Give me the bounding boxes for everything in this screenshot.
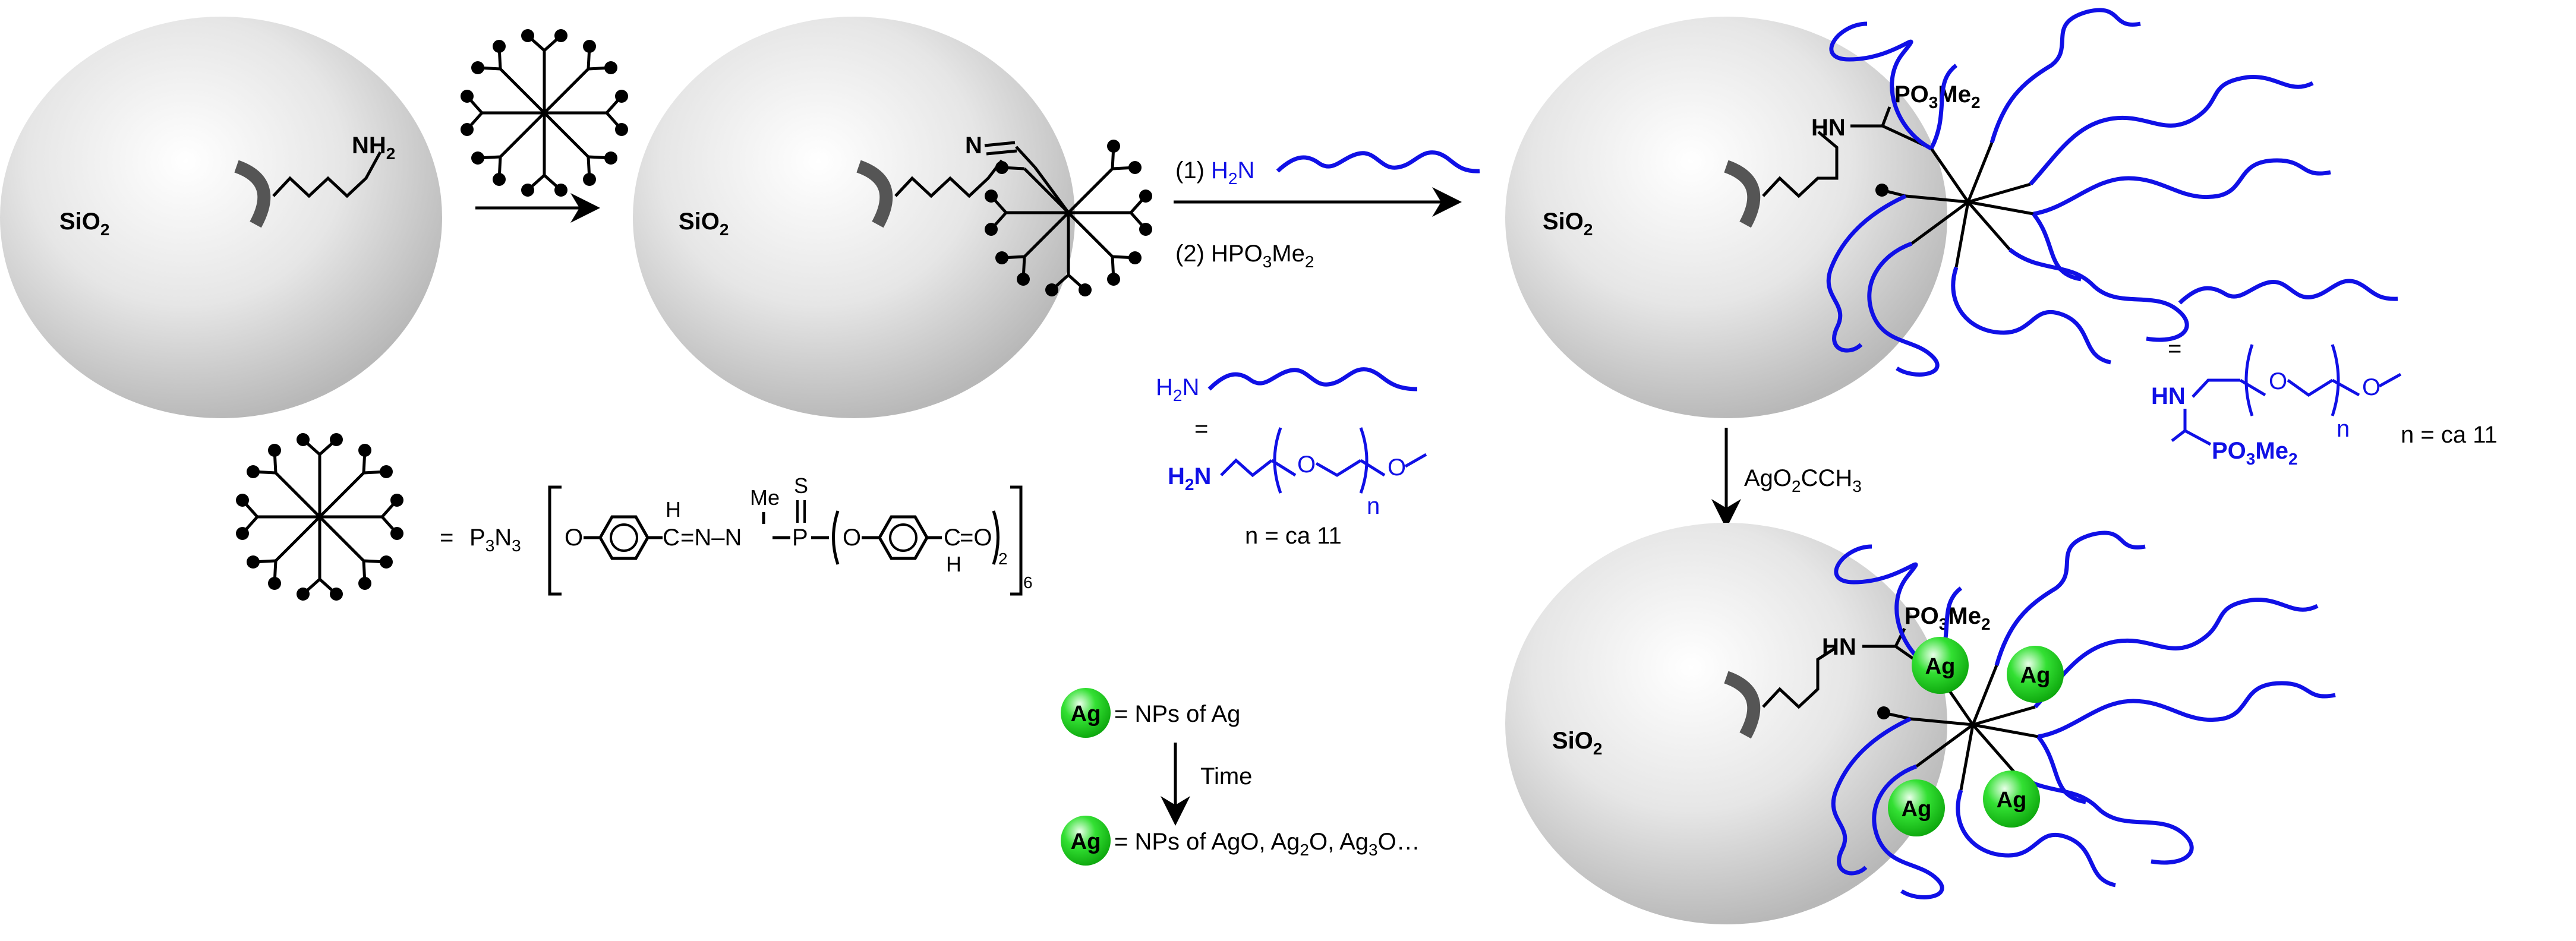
p-label: P — [792, 525, 808, 551]
n-ca-label: n = ca 11 — [1245, 523, 1342, 549]
peg-chain-icon — [1207, 367, 1418, 391]
dendrimer-attached — [985, 140, 1152, 296]
dendrimer-icon-reagent — [461, 29, 628, 197]
sio2-label: SiO2 — [679, 209, 729, 239]
silver-nanoparticle-legend-icon-2: Ag — [1061, 816, 1111, 866]
dendrimer-peg-3 — [1826, 8, 2331, 377]
o-label-2: O — [1388, 454, 1406, 481]
silver-nanoparticle: Ag — [1983, 771, 2040, 828]
propyl-chain — [1762, 131, 1839, 198]
open-bracket — [548, 485, 562, 596]
benzene-ring-1 — [598, 515, 649, 560]
silica-sphere-2: SiO2 N — [633, 17, 1075, 418]
equals-sign: = — [440, 525, 453, 551]
peg-amine-definition: H2N = H2N O n O n = ca 11 — [1156, 367, 1427, 549]
benzene-ring-2 — [878, 515, 929, 560]
propyl-chain — [894, 159, 1003, 198]
equals-sign: = — [1194, 416, 1208, 442]
svg-text:Ag: Ag — [1071, 702, 1101, 727]
o-label: O — [1297, 451, 1316, 478]
n-ca-label: n = ca 11 — [2401, 422, 2498, 448]
aldehyde-c-label: C — [944, 525, 961, 551]
hn-label: HN — [1822, 634, 1856, 660]
surface-linker — [1724, 160, 1761, 228]
sphere-body — [1505, 523, 1947, 924]
silica-sphere-1: SiO2 NH2 — [0, 17, 442, 418]
sphere-body — [1505, 17, 1947, 418]
o-label: O — [2269, 368, 2287, 394]
subscript-2: 2 — [998, 550, 1008, 568]
o-label: O — [565, 525, 583, 551]
imine-n-label: N — [965, 132, 982, 159]
p3n3-label: P3N3 — [469, 525, 521, 555]
legend-item-2: = NPs of AgO, Ag2O, Ag3O… — [1114, 829, 1420, 859]
nh2-label: H2N — [1168, 463, 1211, 494]
svg-text:Ag: Ag — [1071, 829, 1101, 854]
carbon-label: C — [663, 525, 680, 551]
reaction-step-3: AgO2CCH3 — [1711, 428, 1862, 529]
surface-linker — [856, 160, 893, 228]
propyl-chain — [1762, 646, 1837, 709]
me-label: Me — [750, 485, 780, 510]
n-subscript: n — [2337, 416, 2350, 442]
equals-sign: = — [2168, 336, 2181, 362]
h-label: H — [666, 497, 681, 522]
time-label: Time — [1200, 763, 1252, 790]
nh2-label: NH2 — [352, 132, 395, 163]
ag-label: Ag — [1902, 797, 1932, 822]
n-subscript: n — [1367, 493, 1380, 519]
sio2-label: SiO2 — [1552, 728, 1602, 758]
subscript-6: 6 — [1023, 573, 1033, 592]
po3me2-label: PO3Me2 — [2212, 438, 2298, 468]
h2n-label: H2N — [1156, 374, 1199, 405]
po3me2-label: PO3Me2 — [1894, 81, 1981, 112]
nanoparticle-legend: Ag = NPs of Ag Time Ag = NPs of AgO, Ag2… — [1061, 688, 1420, 866]
silver-nanoparticle: Ag — [1912, 637, 1969, 694]
surface-linker — [234, 160, 271, 228]
sio2-label: SiO2 — [1543, 209, 1593, 239]
aldehyde-h-label: H — [946, 552, 961, 576]
s-label: S — [794, 473, 808, 498]
silica-sphere-4: SiO2 HN PO3Me2 — [1505, 523, 1991, 924]
o-label-2: O — [2362, 374, 2380, 400]
dendrimer-peg-ag-4: Ag Ag Ag Ag — [1831, 531, 2336, 899]
peg-chain-reagent — [1276, 150, 1480, 173]
sphere-body — [633, 17, 1075, 418]
dendrimer-icon-legend — [236, 433, 403, 601]
hn-label: HN — [1811, 115, 1846, 141]
propyl-chain — [272, 151, 382, 198]
silver-nanoparticle: Ag — [2007, 646, 2064, 703]
peg-chain-icon — [2178, 279, 2398, 305]
silica-sphere-3: SiO2 HN PO3Me2 — [1505, 17, 1981, 418]
aldehyde-o-label: =O — [960, 525, 992, 551]
reaction-step-2: (1) H2N (2) HPO3Me2 — [1174, 150, 1480, 271]
close-bracket — [1010, 485, 1023, 596]
ag-label: Ag — [2020, 663, 2051, 688]
ag-label: Ag — [1997, 788, 2027, 813]
phosphonate-peg-definition: = HN PO3Me2 O n O n = ca 11 — [2151, 279, 2498, 468]
silver-acetate-label: AgO2CCH3 — [1744, 465, 1862, 495]
po3me2-label: PO3Me2 — [1905, 603, 1991, 633]
sio2-label: SiO2 — [59, 209, 109, 239]
silver-nanoparticle-legend-icon: Ag — [1061, 688, 1111, 738]
reagent-1-label: (1) H2N — [1175, 157, 1254, 188]
legend-item-1: = NPs of Ag — [1114, 701, 1240, 727]
hn-label: HN — [2151, 383, 2186, 409]
reagent-2-label: (2) HPO3Me2 — [1175, 241, 1314, 271]
o-label-2: O — [843, 525, 861, 551]
ag-label: Ag — [1925, 654, 1956, 679]
silver-nanoparticle: Ag — [1888, 779, 1945, 836]
dendrimer-formula: = P3N3 O C H =N–N Me P S O C =O H 2 — [236, 433, 1033, 601]
sphere-body — [0, 17, 442, 418]
hydrazone-label: =N–N — [680, 525, 742, 551]
surface-linker — [1724, 671, 1761, 739]
